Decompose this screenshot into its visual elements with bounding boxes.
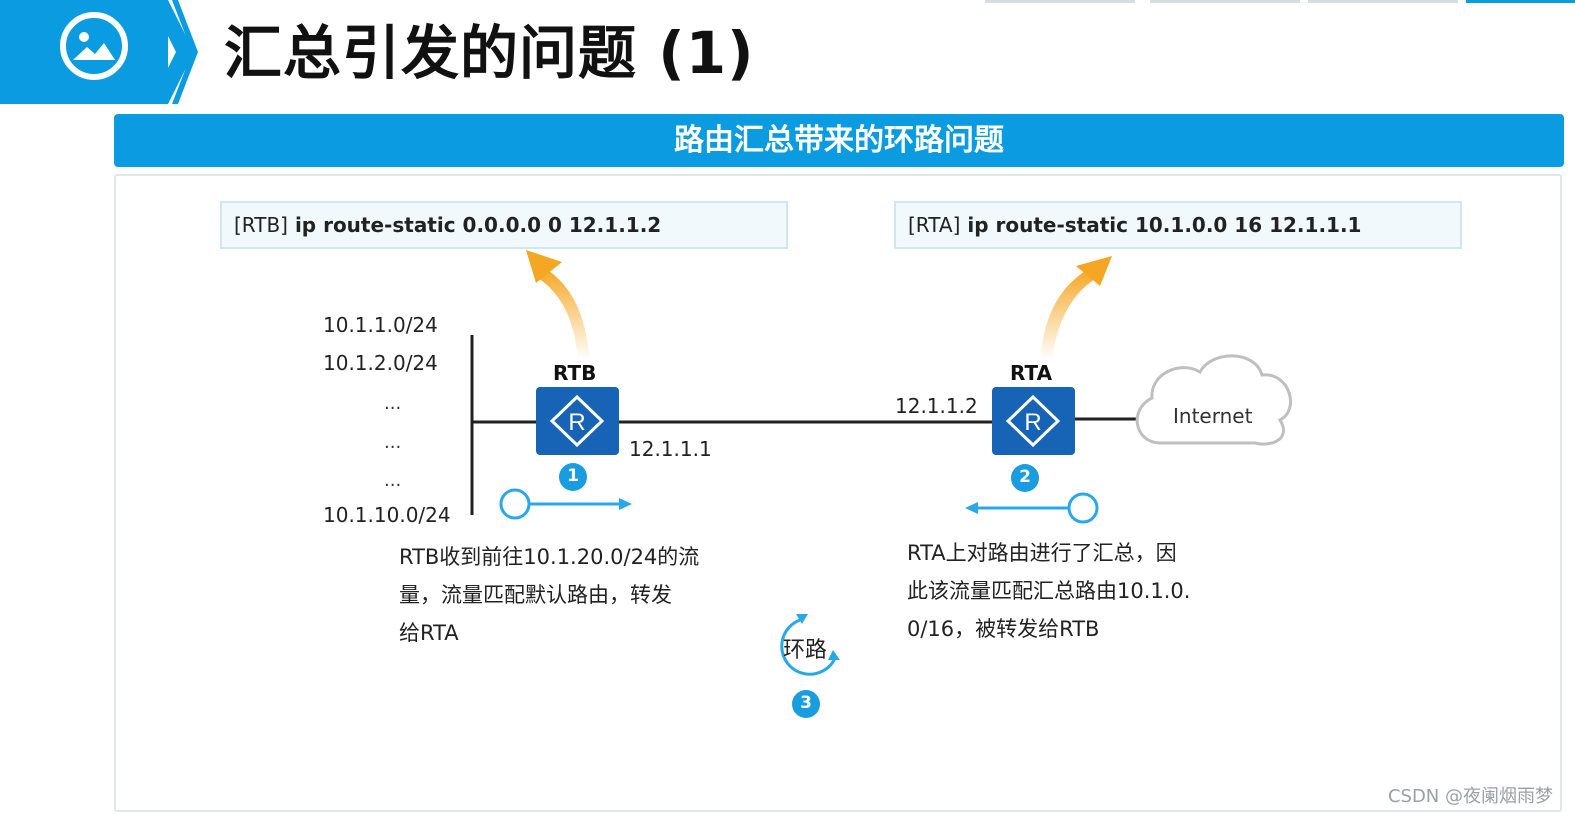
- rtb-description-line: 量，流量匹配默认路由，转发: [399, 583, 672, 607]
- internet-label: Internet: [1173, 404, 1253, 428]
- step-badge-1: [559, 463, 587, 491]
- header-chevron: [150, 0, 198, 104]
- diagram-panel: [114, 174, 1562, 812]
- rta-label: RTA: [1010, 361, 1053, 385]
- network-label: 10.1.2.0/24: [323, 351, 438, 375]
- rtb-command-prefix: [RTB]: [234, 213, 288, 237]
- top-tab-strip: [985, 0, 1575, 4]
- rta-command-body: ip route-static 10.1.0.0 16 12.1.1.1: [960, 213, 1362, 237]
- rtb-interface-ip: 12.1.1.1: [629, 437, 712, 461]
- svg-text:R: R: [568, 409, 585, 436]
- rtb-description-line: RTB收到前往10.1.20.0/24的流: [399, 545, 700, 569]
- cloud-icon: [1135, 354, 1292, 446]
- rtb-command-box: [RTB] ip route-static 0.0.0.0 0 12.1.1.2: [220, 201, 788, 249]
- loop-arrow-icon: [780, 614, 840, 676]
- rta-command-prefix: [RTA]: [908, 213, 961, 237]
- network-label: 10.1.10.0/24: [323, 503, 451, 527]
- svg-text:R: R: [1024, 409, 1041, 436]
- step-number-2: 2: [1019, 467, 1031, 487]
- step-number-3: 3: [800, 693, 812, 713]
- rtb-label: RTB: [553, 361, 597, 385]
- network-label: 10.1.1.0/24: [323, 313, 438, 337]
- step-badge-3: [792, 690, 820, 718]
- rtb-command-body: ip route-static 0.0.0.0 0 12.1.1.2: [287, 213, 662, 237]
- page-title: 汇总引发的问题 (1): [224, 19, 755, 87]
- rta-description-line: RTA上对路由进行了汇总，因: [907, 541, 1177, 565]
- image-icon: [60, 12, 128, 80]
- rta-forward-arrow: [965, 492, 1099, 524]
- network-ellipsis: ...: [384, 393, 402, 414]
- watermark: CSDN @夜阑烟雨梦: [1387, 786, 1553, 807]
- rtb-description-line: 给RTA: [399, 621, 459, 645]
- section-banner: 路由汇总带来的环路问题: [114, 114, 1564, 167]
- rtb-router-icon: R: [536, 387, 619, 455]
- rta-command-box: [RTA] ip route-static 10.1.0.0 16 12.1.1…: [894, 201, 1462, 249]
- step-number-1: 1: [567, 466, 579, 486]
- rta-config-arrow: [1040, 256, 1112, 360]
- loop-label: 环路: [783, 638, 828, 663]
- network-ellipsis: ...: [384, 432, 402, 453]
- rta-description-line: 此该流量匹配汇总路由10.1.0.: [907, 579, 1191, 603]
- rtb-config-arrow: [526, 250, 590, 360]
- rtb-forward-arrow: [499, 488, 632, 520]
- step-badge-2: [1011, 464, 1039, 492]
- rtb-description: RTB收到前往10.1.20.0/24的流 量，流量匹配默认路由，转发 给RTA: [399, 538, 739, 652]
- rta-router-icon: R: [992, 387, 1075, 455]
- rta-description-line: 0/16，被转发给RTB: [907, 617, 1100, 641]
- rta-interface-ip: 12.1.1.2: [895, 394, 978, 418]
- network-ellipsis: ...: [384, 470, 402, 491]
- rta-description: RTA上对路由进行了汇总，因 此该流量匹配汇总路由10.1.0. 0/16，被转…: [907, 534, 1247, 648]
